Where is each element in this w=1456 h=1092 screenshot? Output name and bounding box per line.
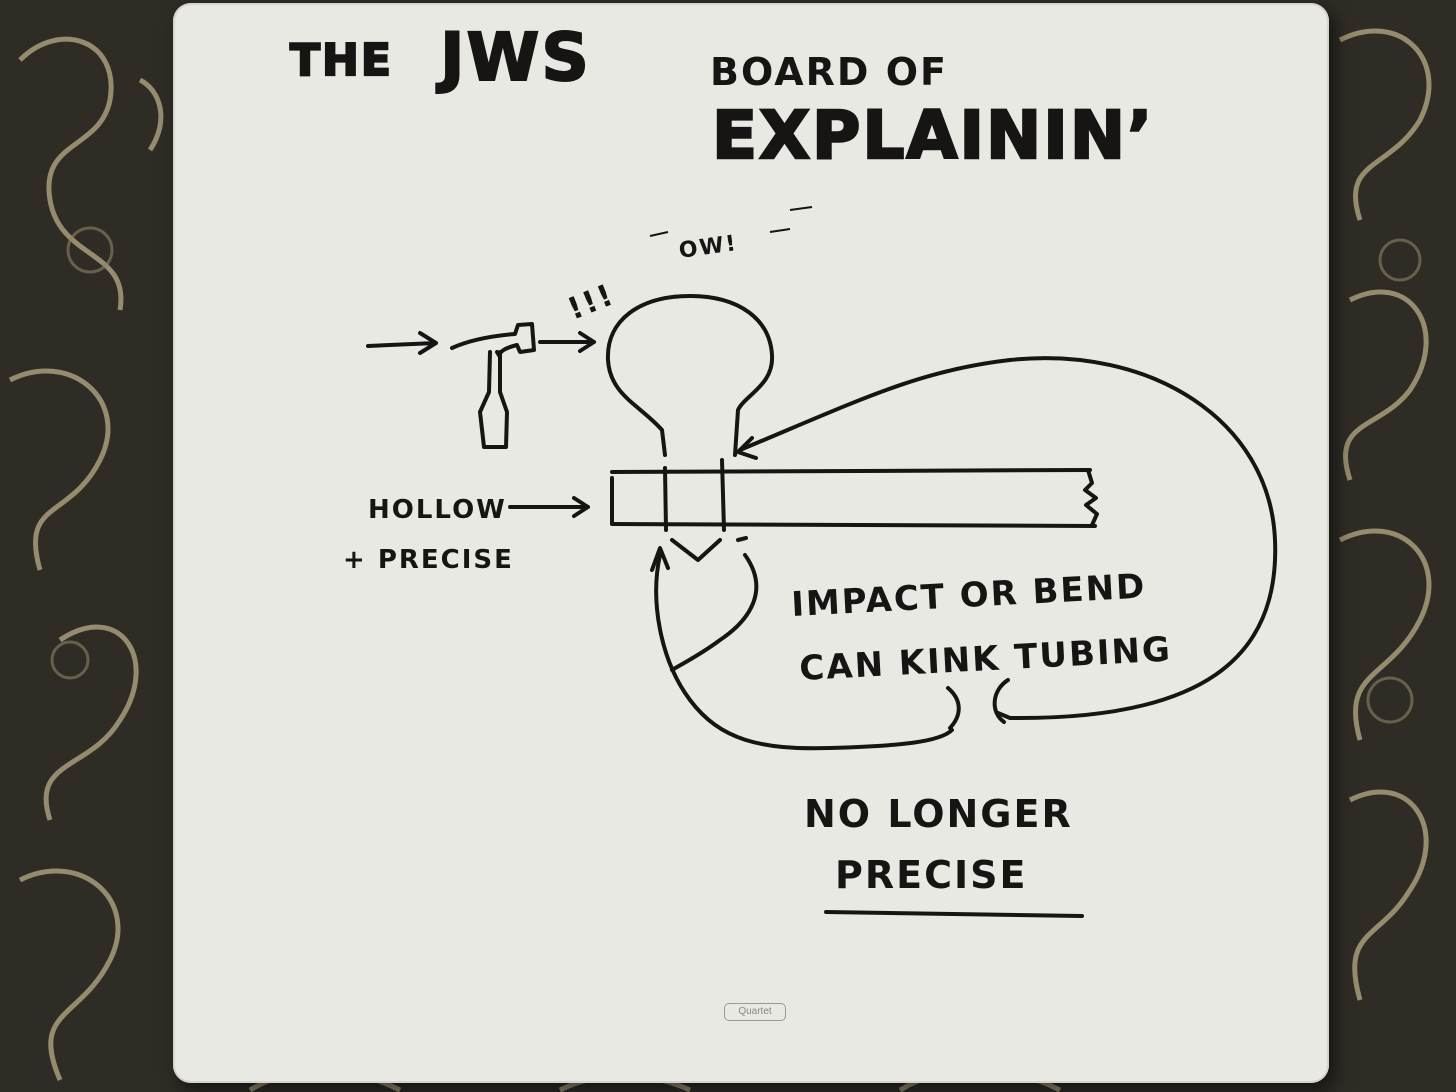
- arrow-to-tube: [510, 498, 588, 516]
- tube-plate: [612, 470, 1097, 526]
- hammer-icon: [452, 324, 534, 447]
- impact-text-line1: IMPACT OR BEND: [790, 566, 1147, 625]
- title-the: THE: [290, 35, 393, 86]
- title-board-of: BOARD OF: [710, 50, 948, 94]
- title-explainin: EXPLAININ’: [712, 97, 1154, 174]
- precise-note-label: + PRECISE: [343, 545, 514, 575]
- precise-underline: [826, 912, 1082, 916]
- arrow-to-pin-head: [540, 333, 594, 351]
- ow-label: OW!: [677, 231, 739, 264]
- pin-diagram: [608, 296, 772, 560]
- precise-label: PRECISE: [835, 853, 1027, 897]
- no-longer-label: NO LONGER: [804, 792, 1073, 836]
- impact-text-line2: CAN KINK TUBING: [798, 630, 1173, 689]
- impact-exclamation: !!!: [563, 277, 620, 327]
- hollow-label: HOLLOW: [368, 495, 507, 525]
- title-jws: JWS: [436, 19, 591, 96]
- arrow-to-hammer: [368, 333, 436, 353]
- kinked-tubing: [652, 358, 1275, 748]
